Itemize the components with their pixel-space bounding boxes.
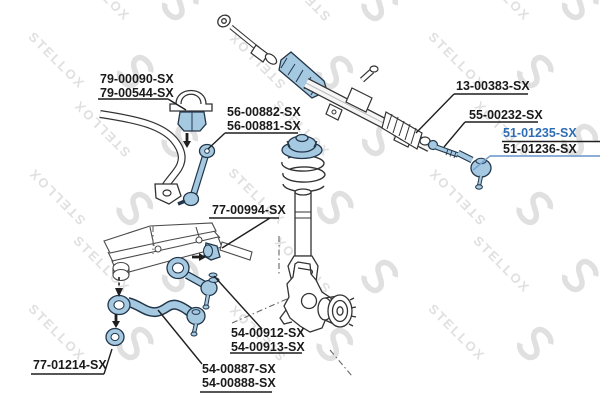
part-number-highlighted: 51-01235-SX [503,126,577,140]
watermark-logo [556,0,600,28]
watermark-logo [111,48,159,96]
part-number: 54-00912-SX [231,326,305,340]
part-number: 77-01214-SX [33,358,107,372]
leader-lines [31,93,600,393]
watermark-logo [111,184,159,232]
strut-assembly-drawing [281,133,326,283]
watermark-logo [111,320,159,368]
watermark-logo [511,48,559,96]
watermark-logo [511,320,559,368]
watermark-logo [356,0,404,28]
watermark-logo [511,184,559,232]
part-label-arm-bushing-front: 77-01214-SX [33,358,107,372]
part-label-arm-bushing-rear: 77-00994-SX [212,203,286,217]
knuckle-hub-drawing [279,261,357,333]
part-number: 79-00090-SX [100,72,174,86]
part-number: 77-00994-SX [212,203,286,217]
watermark-logo [311,184,359,232]
control-arm-front-drawing [107,294,206,337]
stabilizer-bushing-drawing [177,111,207,132]
watermark-logo [156,0,204,28]
arm-bushing-front-drawing [105,327,125,347]
stabilizer-bracket-drawing [169,90,213,112]
part-label-control-arm-rear: 54-00912-SX 54-00913-SX [231,326,305,354]
part-label-tie-rod-end: 51-01236-SX [503,142,577,156]
subframe-dashed-arrow [115,277,123,297]
part-label-stabilizer-link: 56-00882-SX 56-00881-SX [227,105,301,133]
strut-mount-drawing [281,133,323,160]
part-label-stabilizer-bushing: 79-00090-SX 79-00544-SX [100,72,174,100]
install-arrow-down-bushing [183,133,191,148]
leader-lines-blue [472,155,600,171]
part-number: 51-01236-SX [503,142,577,156]
install-arrow-right-bushing [192,253,206,261]
part-number: 79-00544-SX [100,86,174,100]
install-arrow-down-arm [112,314,120,328]
upper-tie-rod-end-drawing [217,14,231,28]
tie-rod-end-drawing [427,139,492,190]
part-number: 55-00232-SX [469,108,543,122]
assembly-axis-lines [152,226,353,377]
part-number: 54-00887-SX [202,362,276,376]
watermark-logo [311,320,359,368]
subframe-drawing [103,222,253,282]
control-arm-rear-drawing [166,256,220,310]
arm-bushing-rear-drawing [202,242,221,261]
part-number: 56-00882-SX [227,105,301,119]
part-label-inner-tie-rod: 55-00232-SX [469,108,543,122]
sway-bar-drawing [99,110,186,205]
part-label-steering-boot: 13-00383-SX [456,79,530,93]
watermark-logo [311,48,359,96]
steering-rack-drawing [217,14,433,152]
part-number: 13-00383-SX [456,79,530,93]
part-label-control-arm-front: 54-00887-SX 54-00888-SX [202,362,276,390]
part-number: 56-00881-SX [227,119,301,133]
watermark-logo [556,252,600,300]
steering-boot-right-drawing [381,111,423,150]
watermark-logo [356,252,404,300]
stabilizer-link-drawing [177,143,216,207]
part-label-tie-rod-end-highlighted: 51-01235-SX [503,126,577,140]
part-number: 54-00888-SX [202,376,276,390]
part-number: 54-00913-SX [231,340,305,354]
